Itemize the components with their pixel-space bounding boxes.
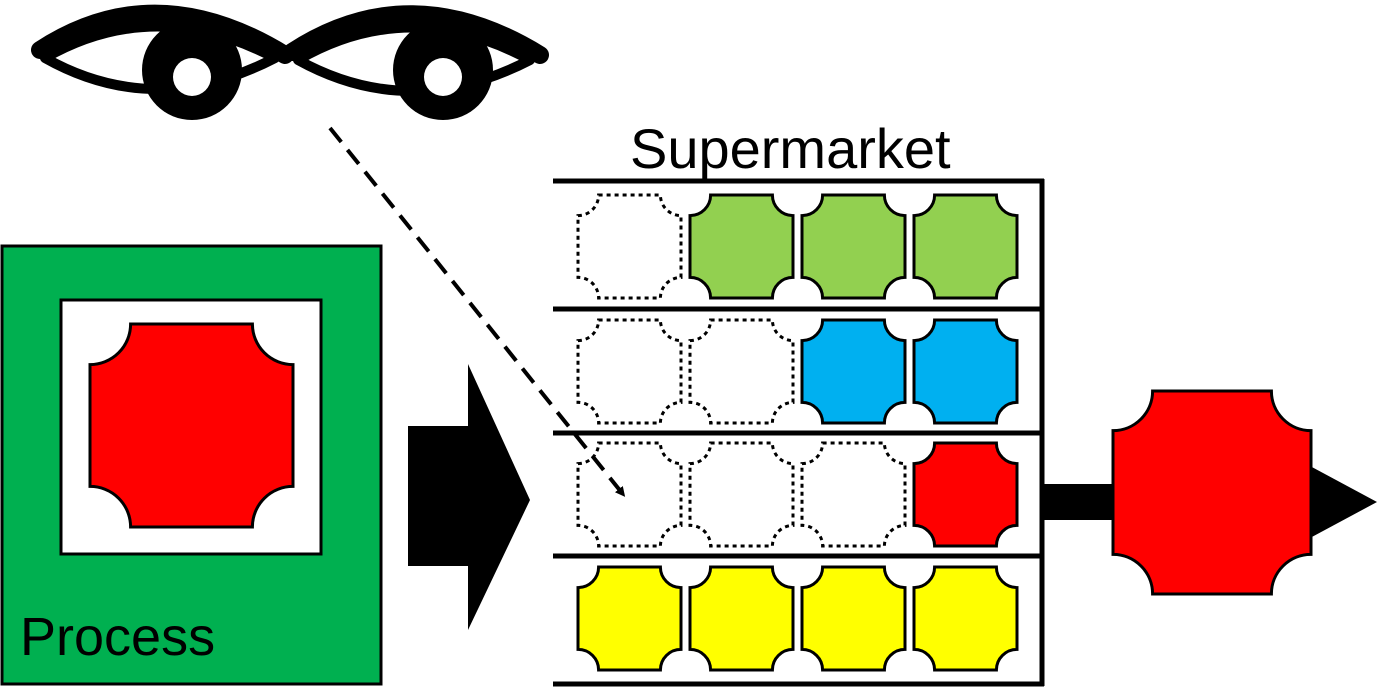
output-part bbox=[1111, 389, 1313, 596]
process-part-icon bbox=[88, 322, 295, 529]
observation-arrow bbox=[328, 126, 626, 497]
empty-slot bbox=[688, 318, 795, 425]
empty-slot bbox=[688, 441, 795, 548]
empty-slot bbox=[576, 193, 683, 300]
supermarket-shelves bbox=[553, 178, 1045, 687]
supermarket-slots bbox=[576, 193, 1019, 672]
left-eye bbox=[31, 4, 294, 120]
part-green bbox=[912, 193, 1019, 300]
empty-slot bbox=[576, 441, 683, 548]
part-green bbox=[800, 193, 907, 300]
part-yellow bbox=[912, 565, 1019, 672]
supermarket-label: Supermarket bbox=[630, 117, 951, 180]
part-green bbox=[688, 193, 795, 300]
eyes-icon bbox=[31, 4, 549, 120]
part-blue bbox=[912, 318, 1019, 425]
part-yellow bbox=[800, 565, 907, 672]
part-red bbox=[912, 441, 1019, 548]
process-part bbox=[88, 322, 295, 529]
empty-slot bbox=[800, 441, 907, 548]
part-yellow bbox=[688, 565, 795, 672]
output-part-icon bbox=[1111, 389, 1313, 596]
push-arrow-icon bbox=[408, 364, 530, 630]
empty-slot bbox=[576, 318, 683, 425]
part-yellow bbox=[576, 565, 683, 672]
process-label: Process bbox=[20, 607, 215, 667]
process-box: Process bbox=[0, 244, 383, 686]
right-eye bbox=[283, 5, 549, 120]
part-blue bbox=[800, 318, 907, 425]
